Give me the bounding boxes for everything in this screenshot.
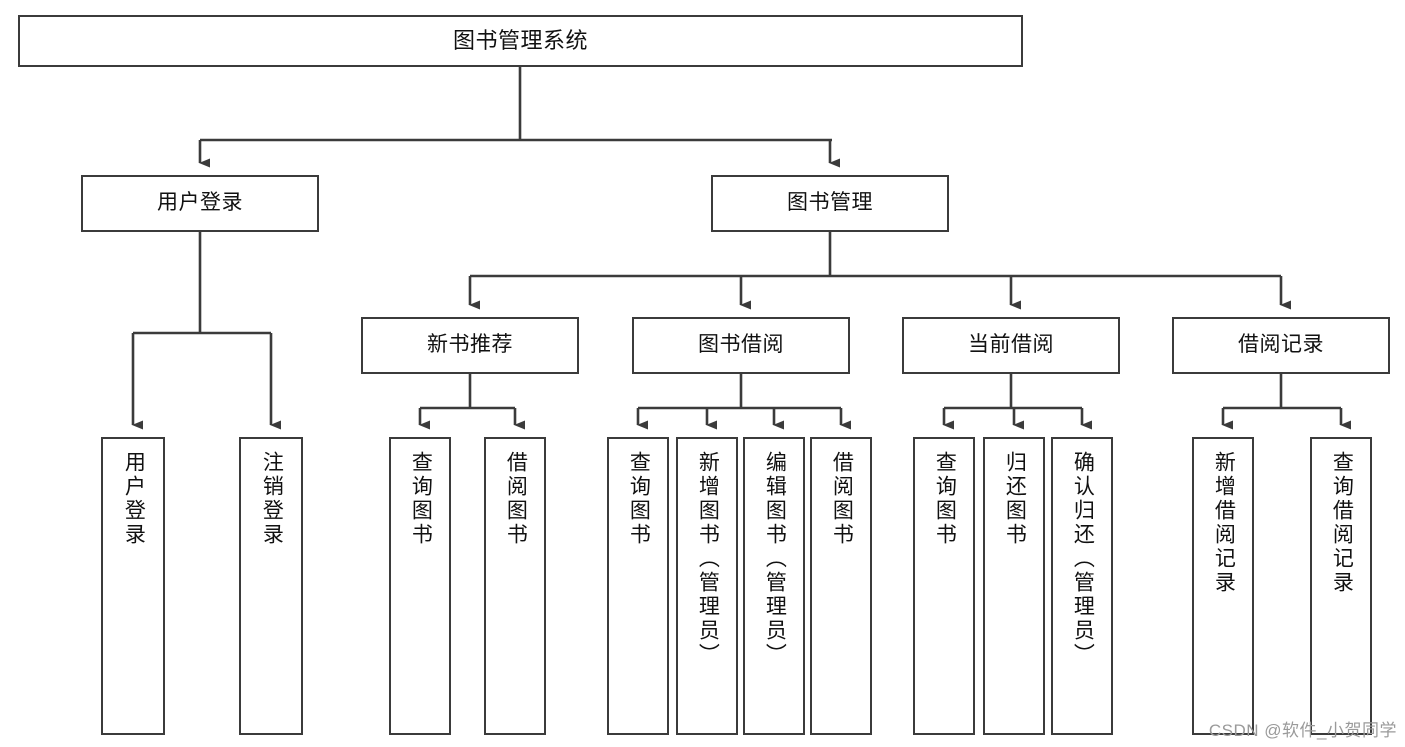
node-leaf-confirm-return-label: 确认归还（管理员） (1071, 451, 1095, 667)
node-leaf-edit-book[interactable]: 编辑图书（管理员） (743, 437, 805, 735)
node-leaf-query-book-current-label: 查询图书 (933, 451, 957, 547)
node-leaf-logout-label: 注销登录 (260, 451, 284, 547)
node-current-borrow[interactable]: 当前借阅 (902, 317, 1120, 374)
node-leaf-query-book-rec[interactable]: 查询图书 (389, 437, 451, 735)
node-root[interactable]: 图书管理系统 (18, 15, 1023, 67)
node-book-manage-label: 图书管理 (787, 191, 873, 215)
node-leaf-borrow-book-rec-label: 借阅图书 (504, 451, 528, 547)
node-leaf-return-book-label: 归还图书 (1003, 451, 1027, 547)
node-book-manage[interactable]: 图书管理 (711, 175, 949, 232)
node-leaf-borrow-book-label: 借阅图书 (830, 451, 854, 547)
node-new-book-rec[interactable]: 新书推荐 (361, 317, 579, 374)
node-current-borrow-label: 当前借阅 (968, 333, 1054, 357)
node-leaf-add-record[interactable]: 新增借阅记录 (1192, 437, 1254, 735)
node-leaf-query-book-borrow-label: 查询图书 (627, 451, 651, 547)
node-leaf-add-book-label: 新增图书（管理员） (696, 451, 720, 667)
node-book-borrow[interactable]: 图书借阅 (632, 317, 850, 374)
node-leaf-query-record[interactable]: 查询借阅记录 (1310, 437, 1372, 735)
node-leaf-borrow-book-rec[interactable]: 借阅图书 (484, 437, 546, 735)
node-leaf-confirm-return[interactable]: 确认归还（管理员） (1051, 437, 1113, 735)
csdn-watermark: CSDN @软件_小贺同学 (1208, 721, 1397, 740)
node-leaf-add-record-label: 新增借阅记录 (1212, 451, 1236, 595)
node-user-login[interactable]: 用户登录 (81, 175, 319, 232)
node-leaf-borrow-book[interactable]: 借阅图书 (810, 437, 872, 735)
node-leaf-return-book[interactable]: 归还图书 (983, 437, 1045, 735)
node-user-login-label: 用户登录 (157, 191, 243, 215)
node-leaf-user-login[interactable]: 用户登录 (101, 437, 165, 735)
node-new-book-rec-label: 新书推荐 (427, 333, 513, 357)
node-borrow-record[interactable]: 借阅记录 (1172, 317, 1390, 374)
node-leaf-query-book-borrow[interactable]: 查询图书 (607, 437, 669, 735)
node-leaf-query-record-label: 查询借阅记录 (1330, 451, 1354, 595)
node-leaf-query-book-current[interactable]: 查询图书 (913, 437, 975, 735)
node-book-borrow-label: 图书借阅 (698, 333, 784, 357)
node-leaf-query-book-rec-label: 查询图书 (409, 451, 433, 547)
node-leaf-edit-book-label: 编辑图书（管理员） (763, 451, 787, 667)
node-leaf-add-book[interactable]: 新增图书（管理员） (676, 437, 738, 735)
node-leaf-logout[interactable]: 注销登录 (239, 437, 303, 735)
node-leaf-user-login-label: 用户登录 (122, 451, 146, 547)
node-root-label: 图书管理系统 (452, 28, 588, 54)
node-borrow-record-label: 借阅记录 (1238, 333, 1324, 357)
